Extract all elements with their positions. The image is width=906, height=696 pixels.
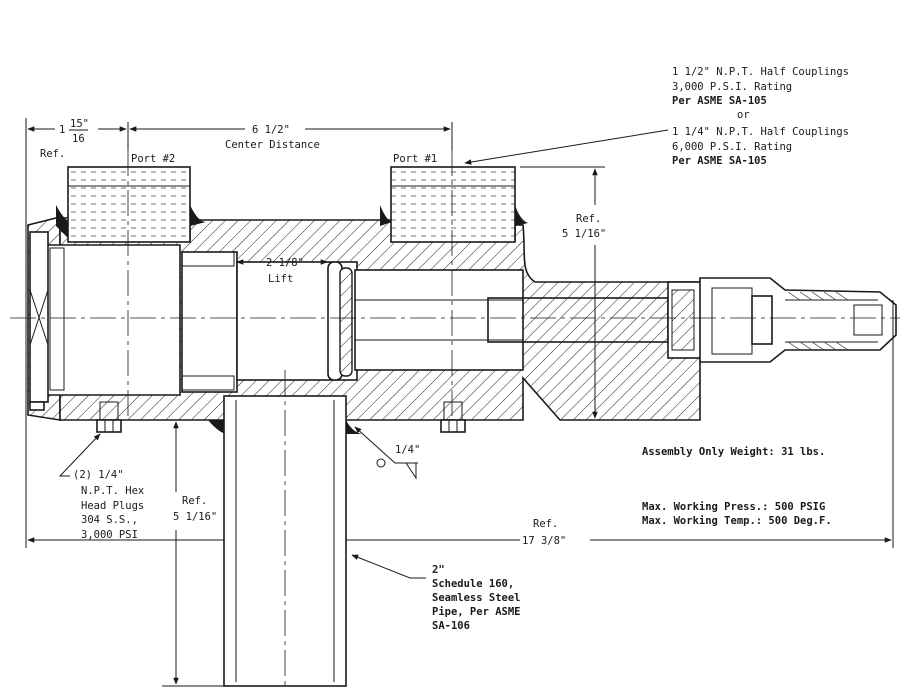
dim-overall-ref: Ref. — [533, 518, 558, 530]
dim-right-value: 5 1/16" — [562, 228, 606, 240]
port-2-label: Port #2 — [131, 153, 175, 165]
weld-symbol — [376, 458, 386, 468]
plugs-line4: 304 S.S., — [81, 514, 138, 526]
couplings-b-line1: 1 1/4" N.P.T. Half Couplings — [672, 126, 849, 138]
dim-lower-value: 5 1/16" — [173, 511, 217, 523]
plugs-note: (2) 1/4" N.P.T. Hex Head Plugs 304 S.S.,… — [73, 469, 144, 541]
pipe-line4: Pipe, Per ASME — [432, 606, 521, 618]
weight-note: Assembly Only Weight: 31 lbs. — [642, 446, 825, 458]
leader-couplings — [464, 129, 669, 165]
pipe-line5: SA-106 — [432, 620, 470, 632]
body-bore — [45, 244, 181, 396]
dim-overall-value: 17 3/8" — [522, 535, 566, 547]
dim-right-ref: Ref. — [576, 213, 601, 225]
dim-left-num: 15" — [70, 118, 89, 130]
stem-bore — [354, 269, 524, 371]
cap-thread — [49, 247, 65, 391]
couplings-b-line3: Per ASME SA-105 — [672, 155, 767, 167]
couplings-a-line1: 1 1/2" N.P.T. Half Couplings — [672, 66, 849, 78]
valve-body — [27, 215, 701, 421]
leader-plugs — [58, 433, 101, 477]
hex-plug-right — [440, 401, 466, 433]
plugs-line3: Head Plugs — [81, 500, 144, 512]
sleeve-thread-bottom — [181, 375, 235, 391]
max-temp-note: Max. Working Temp.: 500 Deg.F. — [642, 515, 832, 527]
stem-assembly — [487, 277, 897, 363]
couplings-note: 1 1/2" N.P.T. Half Couplings 3,000 P.S.I… — [672, 66, 849, 167]
dim-lower-ref: Ref. — [182, 495, 207, 507]
port-2-coupling — [56, 166, 206, 243]
leader-weld — [354, 426, 418, 464]
hex-plug-left — [96, 401, 122, 433]
max-press-note: Max. Working Press.: 500 PSIG — [642, 501, 825, 513]
dim-center-value: 6 1/2" — [252, 124, 290, 136]
plugs-line1: (2) 1/4" — [73, 469, 124, 481]
seal-right — [339, 267, 353, 377]
dim-lift-label: Lift — [268, 273, 293, 285]
dim-left-whole: 1 — [59, 124, 65, 136]
dim-lift-value: 2 1/8" — [266, 257, 304, 269]
plugs-line2: N.P.T. Hex — [81, 485, 144, 497]
pipe-line2: Schedule 160, — [432, 578, 514, 590]
bonnet — [699, 277, 897, 363]
couplings-a-line2: 3,000 P.S.I. Rating — [672, 81, 792, 93]
pipe-line3: Seamless Steel — [432, 592, 521, 604]
sleeve-thread-top — [181, 251, 235, 267]
port-1-coupling — [380, 166, 528, 243]
plugs-line5: 3,000 PSI — [81, 529, 138, 541]
port-1-label: Port #1 — [393, 153, 437, 165]
inner-sleeve — [181, 251, 238, 393]
couplings-b-line2: 6,000 P.S.I. Rating — [672, 141, 792, 153]
leader-pipe — [351, 554, 426, 579]
dim-center-label: Center Distance — [225, 139, 320, 151]
dim-left-den: 16 — [72, 133, 85, 145]
weld-size: 1/4" — [395, 444, 420, 456]
couplings-a-line3: Per ASME SA-105 — [672, 95, 767, 107]
pipe-line1: 2" — [432, 564, 445, 576]
pipe-note: 2" Schedule 160, Seamless Steel Pipe, Pe… — [432, 564, 521, 632]
couplings-or: or — [737, 109, 750, 121]
handle-stub — [29, 401, 45, 411]
dim-left-ref: Ref. — [40, 148, 65, 160]
